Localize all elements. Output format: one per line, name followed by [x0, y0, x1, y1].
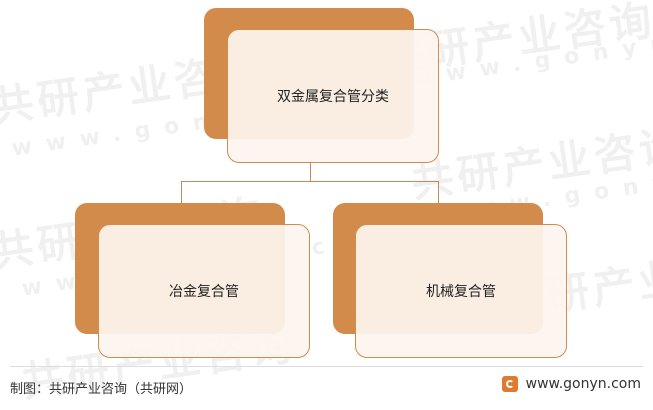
connector-root-down	[310, 162, 311, 181]
website-url: www.gonyn.com	[525, 376, 641, 392]
watermark-brand: 共研产业咨询	[408, 120, 653, 207]
website-credit: www.gonyn.com	[501, 376, 641, 392]
gonyn-logo-icon	[501, 376, 518, 392]
watermark-domain: www.gonyn.com	[410, 13, 653, 92]
child-node-label: 机械复合管	[426, 284, 496, 300]
source-caption: 制图：共研产业咨询（共研网）	[10, 382, 193, 397]
child-node-label: 冶金复合管	[169, 284, 239, 300]
footer-divider	[10, 366, 643, 367]
root-node-label: 双金属复合管分类	[277, 89, 389, 105]
connector-left-down	[181, 181, 182, 203]
connector-right-down	[438, 181, 439, 203]
root-node: 双金属复合管分类	[227, 29, 439, 163]
child-node-mechanical: 机械复合管	[355, 224, 567, 358]
connector-horizontal	[181, 181, 439, 182]
child-node-metallurgical: 冶金复合管	[98, 224, 310, 358]
